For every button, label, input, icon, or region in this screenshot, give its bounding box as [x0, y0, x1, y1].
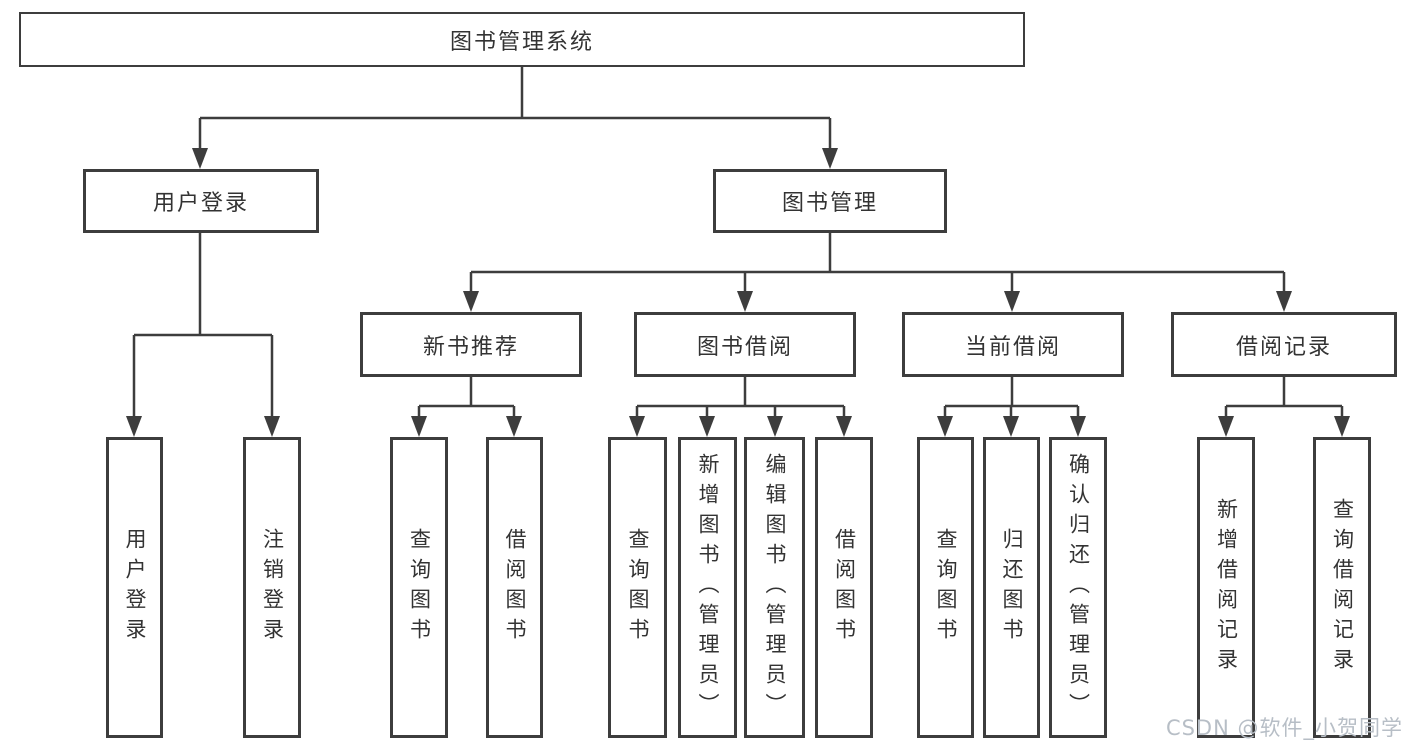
leaf-label: 查询图书 [934, 527, 958, 648]
node-label: 借阅记录 [1235, 334, 1332, 360]
leaf-label: 借阅图书 [832, 527, 857, 648]
node-label: 用户登录 [152, 191, 249, 216]
node-label: 图书管理系统 [449, 29, 594, 55]
leaf-label: 注销登录 [260, 527, 285, 648]
leaf-query-books-borrow: 查询图书 [608, 437, 667, 738]
leaf-add-books-admin: 新增图书（管理员） [678, 437, 737, 738]
leaf-label: 确认归还（管理员） [1066, 452, 1091, 723]
leaf-label: 新增图书（管理员） [696, 452, 720, 723]
node-label: 新书推荐 [422, 334, 519, 360]
node-user-login: 用户登录 [83, 169, 319, 233]
node-label: 当前借阅 [964, 334, 1061, 360]
leaf-label: 归还图书 [1000, 527, 1024, 648]
leaf-label: 查询图书 [407, 527, 432, 648]
csdn-watermark: CSDN @软件_小贺同学 [1165, 716, 1403, 740]
leaf-query-borrow-record: 查询借阅记录 [1313, 437, 1371, 738]
node-book-management: 图书管理 [713, 169, 947, 233]
leaf-add-borrow-record: 新增借阅记录 [1197, 437, 1255, 738]
node-book-borrowing: 图书借阅 [634, 312, 856, 377]
node-label: 图书借阅 [696, 334, 793, 360]
leaf-label: 查询借阅记录 [1330, 497, 1355, 678]
leaf-label: 查询图书 [626, 527, 650, 648]
leaf-edit-books-admin: 编辑图书（管理员） [744, 437, 805, 738]
leaf-query-books-current: 查询图书 [917, 437, 974, 738]
leaf-label: 编辑图书（管理员） [763, 452, 787, 723]
leaf-return-books: 归还图书 [983, 437, 1040, 738]
leaf-confirm-return-admin: 确认归还（管理员） [1049, 437, 1107, 738]
leaf-logout: 注销登录 [243, 437, 301, 738]
leaf-label: 用户登录 [123, 527, 147, 648]
node-library-management-system: 图书管理系统 [19, 12, 1025, 67]
leaf-borrow-books-recommend: 借阅图书 [486, 437, 543, 738]
node-label: 图书管理 [781, 191, 878, 216]
node-borrowing-records: 借阅记录 [1171, 312, 1397, 377]
leaf-user-login: 用户登录 [106, 437, 163, 738]
node-new-book-recommendation: 新书推荐 [360, 312, 582, 377]
leaf-borrow-books: 借阅图书 [815, 437, 873, 738]
leaf-label: 新增借阅记录 [1214, 497, 1239, 678]
leaf-query-books-recommend: 查询图书 [390, 437, 448, 738]
leaf-label: 借阅图书 [503, 527, 527, 648]
node-current-borrowing: 当前借阅 [902, 312, 1124, 377]
